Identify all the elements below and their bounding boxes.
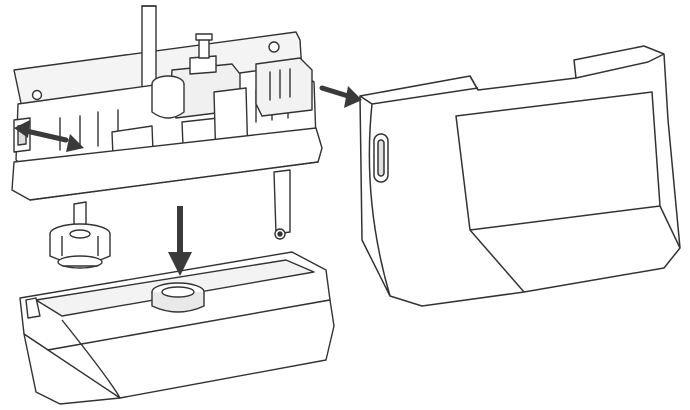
- cover-lid: [359, 45, 681, 307]
- arrow-lower-tray-down: [168, 206, 192, 276]
- reservoir-tray: [19, 251, 335, 405]
- pump-body-assembly: [11, 5, 323, 240]
- float-switch: [49, 201, 111, 269]
- arrow-remove-side-left: [14, 120, 84, 152]
- arrow-remove-cover-right: [319, 85, 362, 108]
